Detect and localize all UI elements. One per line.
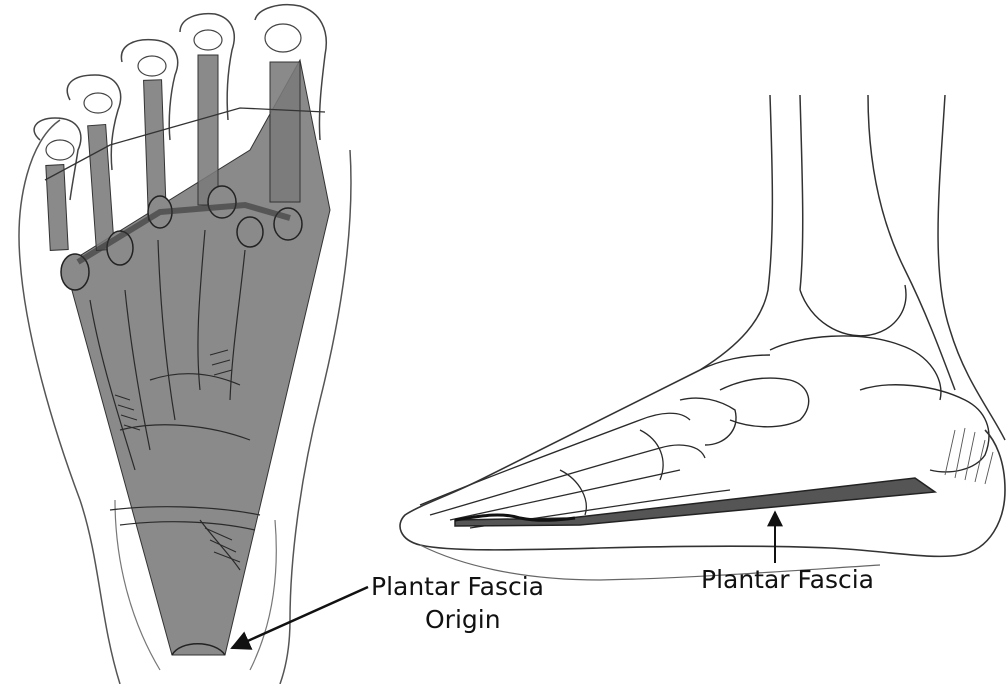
origin-arrow	[232, 587, 368, 648]
plantar-fascia-origin-label: Plantar Fascia	[371, 572, 544, 602]
plantar-fascia-origin-label-line2: Origin	[425, 605, 501, 635]
plantar-fascia-shading	[46, 55, 330, 655]
heel-hatching	[945, 428, 993, 484]
plantar-fascia-label: Plantar Fascia	[701, 565, 874, 595]
lateral-foot-view	[400, 95, 1005, 580]
plantar-foot-view	[19, 5, 351, 684]
ankle-bones	[680, 285, 989, 472]
lower-leg-outline	[700, 95, 1005, 440]
